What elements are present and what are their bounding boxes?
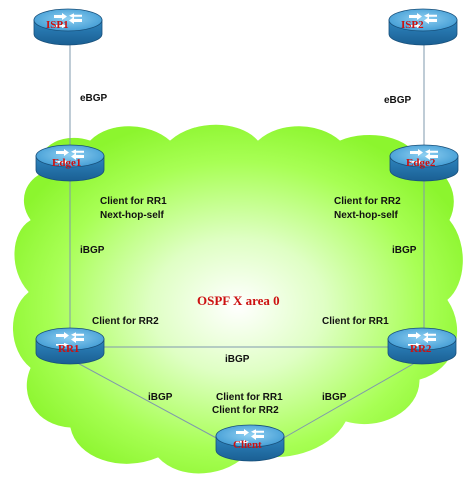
router-label-edge2: Edge2: [406, 157, 436, 169]
label-edge2-rr2: iBGP: [392, 245, 417, 256]
annotation-rr2: Client for RR1: [322, 316, 389, 327]
annotation-edge1-nhs: Next-hop-self: [100, 210, 165, 221]
router-label-edge1: Edge1: [52, 157, 81, 169]
router-label-rr2: RR2: [410, 343, 432, 355]
label-rr1-rr2: iBGP: [225, 354, 250, 365]
router-rr1[interactable]: RR1: [35, 327, 105, 365]
router-isp1[interactable]: ISP1: [33, 8, 103, 46]
router-edge1[interactable]: Edge1: [35, 144, 105, 182]
label-edge1-rr1: iBGP: [80, 245, 105, 256]
router-label-isp2: ISP2: [401, 19, 424, 31]
links: [69, 38, 425, 441]
ospf-cloud: [12, 123, 464, 475]
link-rr1-client: [71, 359, 221, 441]
label-rr2-client: iBGP: [322, 392, 347, 403]
annotation-edge2-nhs: Next-hop-self: [334, 210, 399, 221]
annotation-edge2-client: Client for RR2: [334, 196, 401, 207]
router-client[interactable]: Client: [215, 424, 285, 462]
label-isp1-edge1: eBGP: [80, 93, 108, 104]
link-rr2-client: [279, 359, 421, 441]
annotation-edge1-client: Client for RR1: [100, 196, 167, 207]
ospf-area-label: OSPF X area 0: [197, 293, 280, 308]
router-edge2[interactable]: Edge2: [389, 144, 459, 182]
annotation-client-rr1: Client for RR1: [216, 392, 283, 403]
router-label-isp1: ISP1: [46, 19, 69, 31]
label-isp2-edge2: eBGP: [384, 95, 412, 106]
router-rr2[interactable]: RR2: [387, 327, 457, 365]
label-rr1-client: iBGP: [148, 392, 173, 403]
router-isp2[interactable]: ISP2: [388, 8, 458, 46]
router-label-rr1: RR1: [58, 343, 79, 355]
annotation-client-rr2: Client for RR2: [212, 405, 279, 416]
annotation-rr1: Client for RR2: [92, 316, 159, 327]
router-label-client: Client: [233, 439, 262, 451]
